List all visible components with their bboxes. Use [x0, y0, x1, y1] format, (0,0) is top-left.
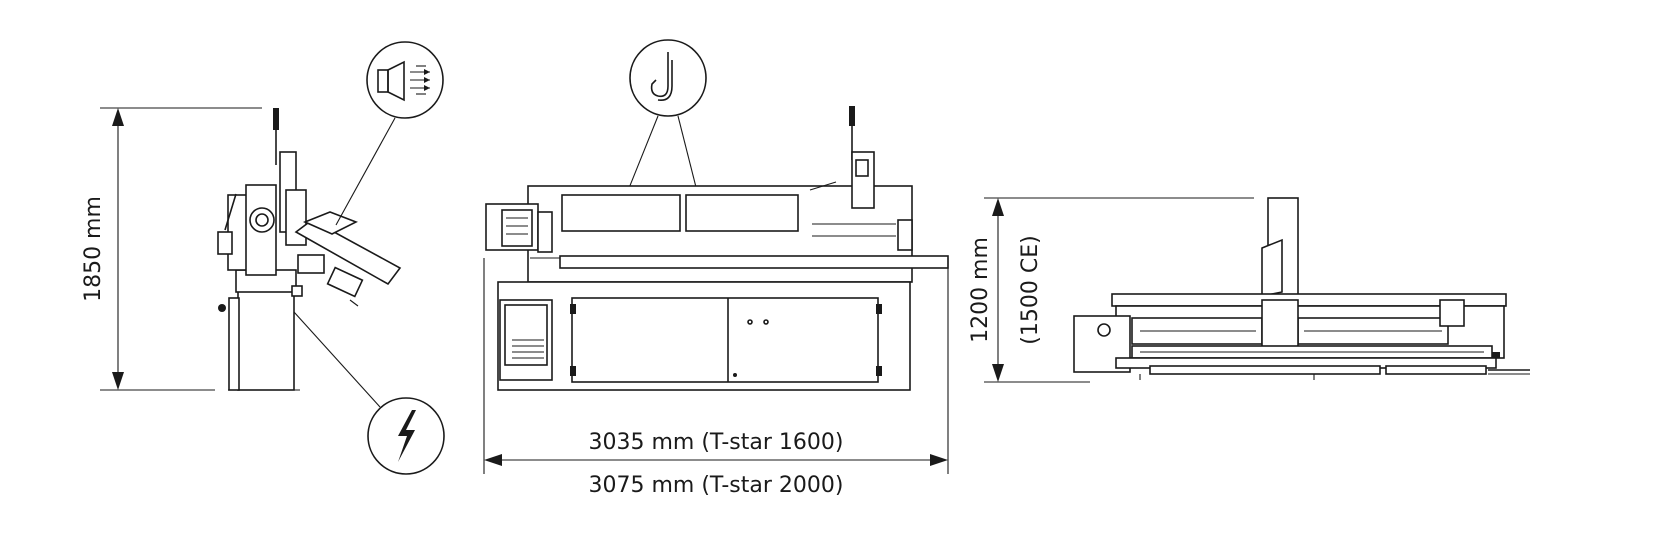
exhaust-leader-line	[335, 117, 396, 226]
top-height-label-2: (1500 CE)	[1018, 235, 1043, 344]
front-width-label-1: 3035 mm (T-star 1600)	[589, 430, 844, 455]
top-view: 1200 mm (1500 CE)	[968, 197, 1530, 383]
side-view: 1850 mm	[81, 41, 445, 475]
front-view: 3035 mm (T-star 1600) 3075 mm (T-star 20…	[483, 39, 949, 498]
side-view-machine	[217, 108, 402, 391]
lifting-hook-icon	[629, 39, 707, 117]
top-view-machine	[1073, 197, 1530, 380]
top-height-dimension	[984, 197, 1254, 383]
side-height-dimension	[100, 107, 262, 391]
side-height-label: 1850 mm	[81, 196, 106, 302]
front-width-label-2: 3075 mm (T-star 2000)	[589, 473, 844, 498]
top-height-label-1: 1200 mm	[968, 237, 993, 343]
exhaust-connection-icon	[366, 41, 444, 119]
electrical-connection-icon	[367, 397, 445, 475]
electric-leader-line	[293, 311, 381, 408]
front-width-dimension	[483, 258, 949, 474]
front-view-machine	[485, 106, 949, 391]
